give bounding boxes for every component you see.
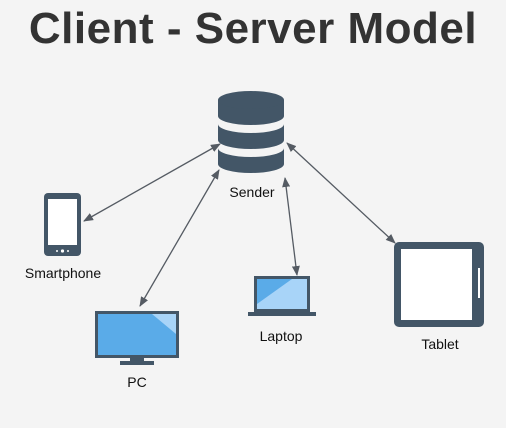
connector-server-smartphone [83,143,221,222]
server-label: Sender [229,184,275,200]
tablet-label: Tablet [421,336,459,352]
server-database-icon [218,91,284,173]
connector-server-tablet [286,142,396,244]
pc-monitor-icon [95,311,179,365]
diagram-title: Client - Server Model [28,4,478,53]
pc-label: PC [127,374,147,390]
laptop-icon [248,276,316,316]
smartphone-icon [44,193,81,256]
smartphone-label: Smartphone [24,265,102,281]
connector-server-laptop [282,177,300,276]
tablet-icon [394,242,484,327]
laptop-label: Laptop [259,328,303,344]
connector-server-pc [139,169,220,307]
